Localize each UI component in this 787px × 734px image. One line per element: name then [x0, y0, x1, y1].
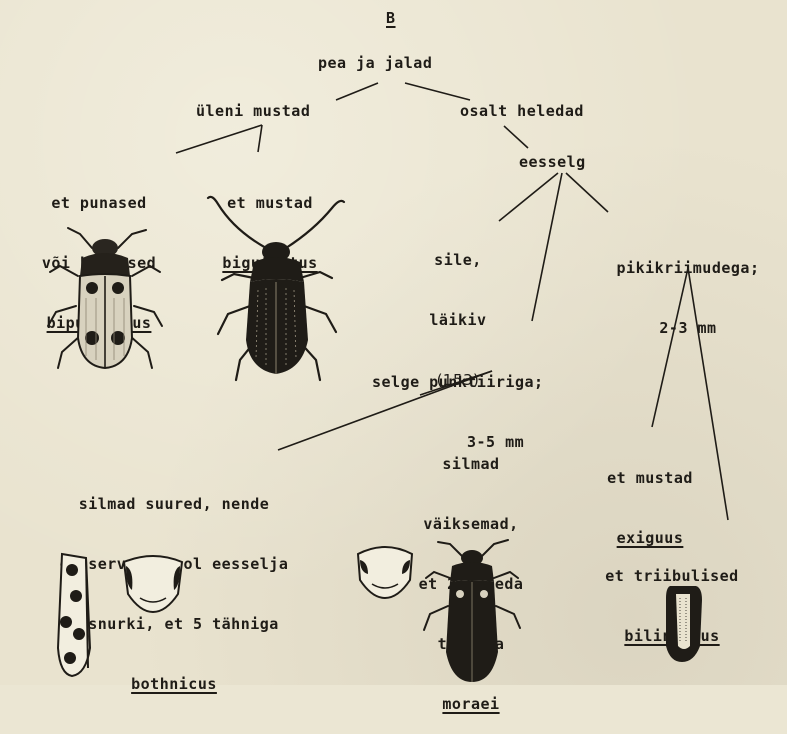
beetle-moraei-illustration	[420, 536, 524, 684]
head-bothnicus-illustration	[116, 550, 190, 616]
root-node: pea ja jalad	[318, 53, 432, 73]
node-partly-pale: osalt heledad	[460, 101, 584, 121]
head-moraei-illustration	[352, 540, 418, 602]
line-root-right	[405, 83, 470, 100]
line-root-left	[336, 83, 378, 100]
line-right-to-pronotum	[504, 126, 528, 148]
line-left-to-bipunctatus	[176, 125, 262, 153]
section-header: B	[386, 8, 396, 28]
beetle-biguttatus-illustration	[204, 190, 354, 386]
beetle-bipunctatus-illustration	[40, 226, 170, 376]
line-left-to-biguttatus	[258, 125, 262, 152]
node-fully-black: üleni mustad	[196, 101, 310, 121]
line-pronotum-punctate	[532, 173, 562, 321]
elytron-bothnicus-illustration	[52, 548, 98, 680]
line-pronotum-striped	[566, 173, 608, 212]
species-moraei: moraei	[442, 695, 499, 713]
node-striped-pronotum: pikikriimudega; 2-3 mm	[590, 218, 786, 358]
node-pronotum: eesselg	[519, 152, 586, 172]
species-bothnicus: bothnicus	[131, 675, 217, 693]
elytron-bilineatus-illustration	[662, 580, 706, 664]
